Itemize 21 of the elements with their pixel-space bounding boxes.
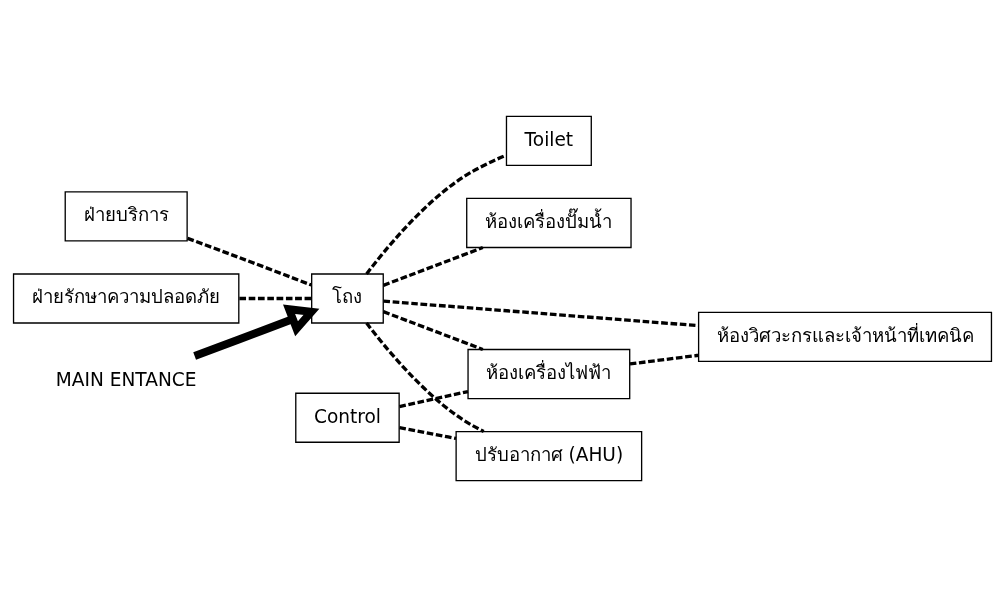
node-text: MAIN ENTANCE [55, 368, 197, 390]
node-box: ห้องเครื่องไฟฟ้า [467, 348, 631, 399]
connector [382, 245, 484, 287]
connector [239, 296, 312, 300]
node-box: Toilet [505, 115, 592, 166]
connector [365, 153, 507, 275]
connector [187, 236, 312, 287]
connector [365, 321, 485, 433]
node-box: ห้องเครื่องปั๊มน้ำ [466, 197, 632, 248]
connector [382, 309, 484, 351]
node-box: ฝ่ายรักษาความปลอดภัย [12, 272, 240, 324]
node-box: ห้องวิศวะกรและเจ้าหน้าที่เทคนิค [697, 311, 993, 362]
arrow [193, 304, 320, 360]
connector [399, 425, 457, 440]
connector [629, 353, 699, 366]
node-box: Control [295, 392, 400, 443]
node-box: ปรับอากาศ (AHU) [455, 430, 643, 481]
connector [399, 389, 469, 408]
node-box: โถง [311, 272, 384, 324]
node-box: ฝ่ายบริการ [64, 190, 188, 242]
connector [383, 299, 699, 327]
